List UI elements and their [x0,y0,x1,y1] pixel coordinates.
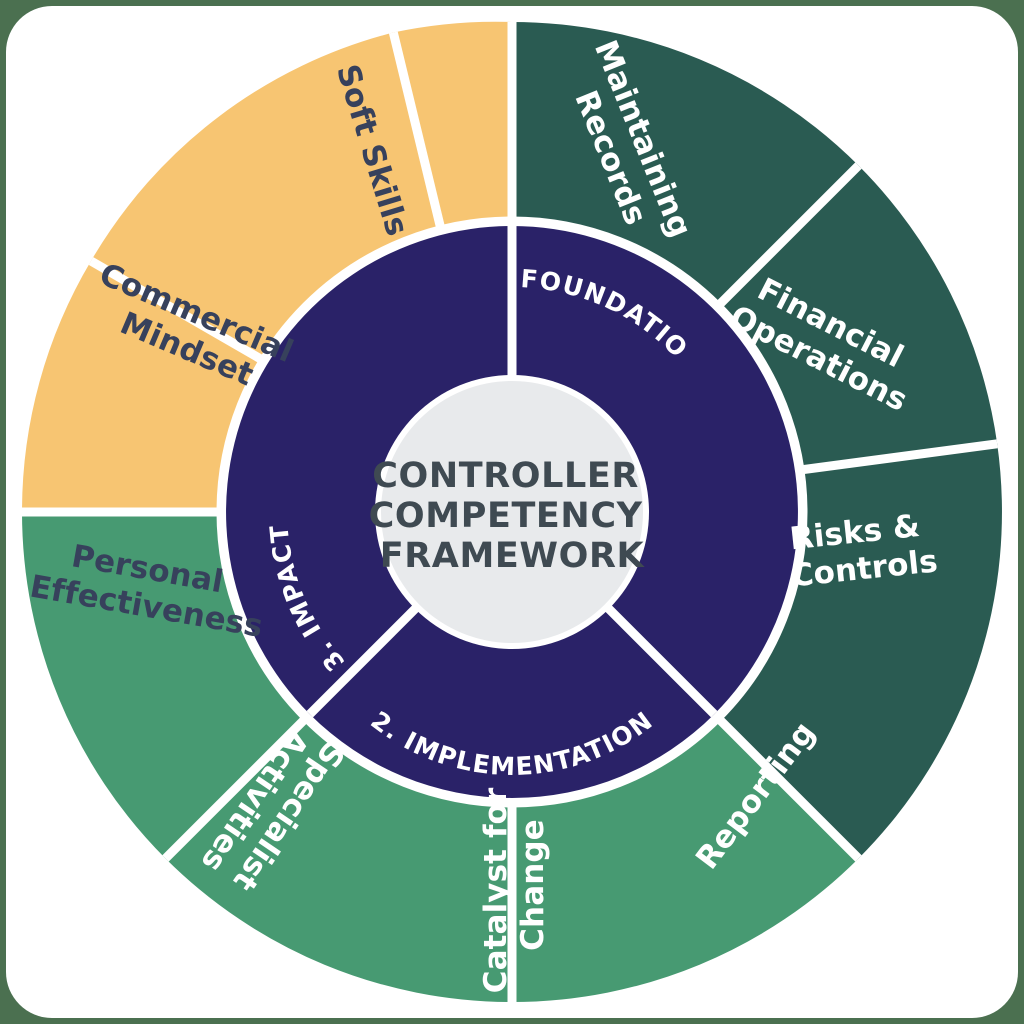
inner-segment-foundation[interactable] [512,226,798,715]
inner-segment-impact[interactable] [226,226,513,715]
ring-separator [216,216,808,808]
svg-text:Catalyst for Change: Catalyst for Change [478,777,551,993]
outer-segment-personal-effectiveness[interactable] [21,261,268,512]
hub-circle [381,381,643,643]
label-line: Catalyst for [478,787,514,993]
title-line: FRAMEWORK [380,536,646,576]
outer-label-catalyst-for-change: Catalyst for Change [478,777,551,993]
outer-segment-soft-skills[interactable] [393,21,512,231]
title-line: COMPETENCY [369,496,643,536]
outer-ring-dividers [22,22,998,1002]
svg-text:Risks & Controls: Risks & Controls [785,506,939,594]
outer-label-risks-and-controls: Risks & Controls [785,506,939,595]
label-line: Change [515,819,551,951]
page-title: CONTROLLER COMPETENCY FRAMEWORK [369,456,656,576]
inner-ring-dividers [306,226,718,718]
title-line: CONTROLLER [372,456,639,496]
inner-segment-implementation[interactable] [309,606,715,798]
outer-segment-commercial-mindset[interactable] [90,32,442,364]
